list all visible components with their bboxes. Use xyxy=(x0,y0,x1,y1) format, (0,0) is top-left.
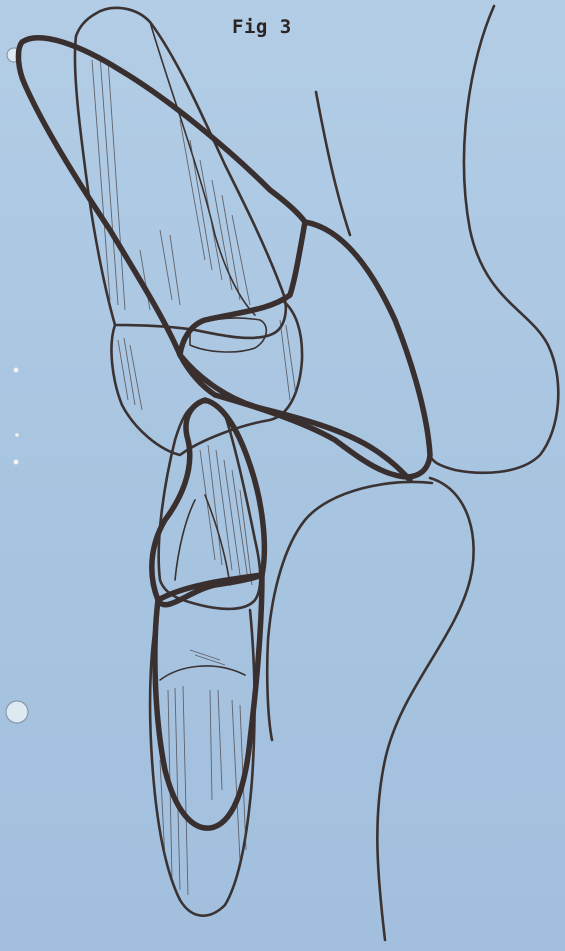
middle-bone-inner-edge xyxy=(175,495,230,585)
binder-hole-bottom xyxy=(6,701,28,723)
paper-speck xyxy=(15,433,19,437)
distal-loop-outline xyxy=(155,575,262,828)
paper-speck xyxy=(14,460,19,465)
right-lobe-outline xyxy=(180,222,430,477)
skin-outline-lower xyxy=(377,478,473,940)
skin-outline-upper xyxy=(430,6,558,473)
upper-bone-shading xyxy=(92,55,250,310)
inner-contour-line xyxy=(316,92,350,235)
distal-bone-cap xyxy=(160,666,245,680)
paper-speck xyxy=(14,368,19,373)
distal-bone-outline xyxy=(150,600,254,916)
condyle-outline xyxy=(111,300,302,455)
upper-loop-outline xyxy=(18,38,305,355)
upper-bone-ridge xyxy=(150,22,255,315)
joint-band-outline xyxy=(180,355,410,480)
distal-bone-shading xyxy=(160,650,246,895)
